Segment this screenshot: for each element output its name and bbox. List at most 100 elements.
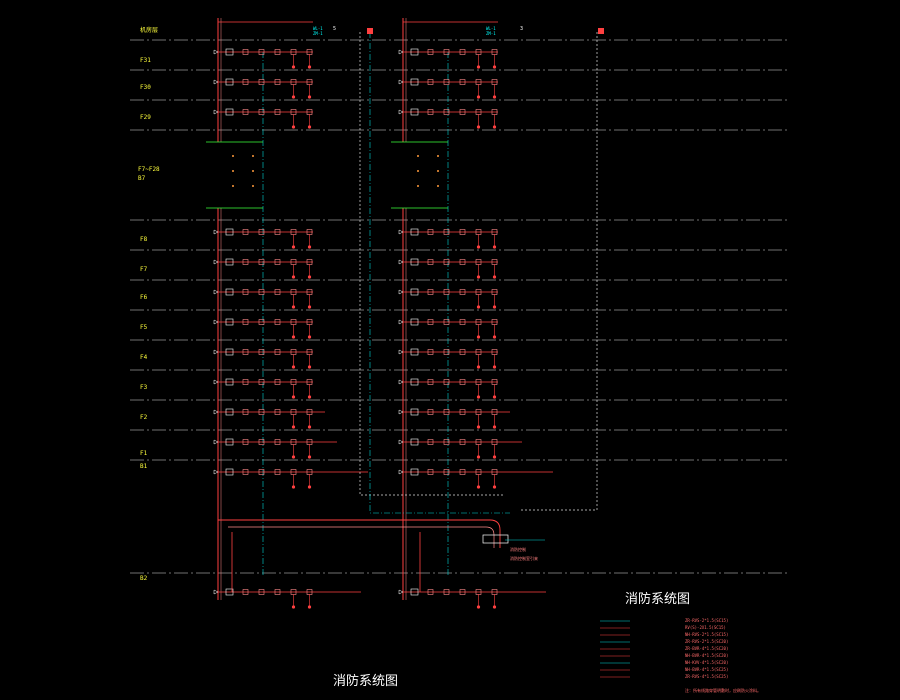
valve-icon [213, 79, 219, 85]
device-symbol [459, 409, 466, 415]
device-symbol [242, 349, 249, 355]
device-symbol [443, 469, 450, 475]
center-note-1: 消防控制 [510, 546, 526, 552]
junction-box [410, 468, 419, 476]
valve-icon [398, 349, 404, 355]
device-symbol [242, 49, 249, 55]
sprinkler-head [476, 605, 481, 609]
device-symbol [427, 319, 434, 325]
sprinkler-head [307, 455, 312, 459]
floor-label-F4: F4 [140, 354, 148, 361]
device-symbol [427, 289, 434, 295]
valve-icon [398, 379, 404, 385]
continuation-dot [252, 170, 254, 172]
device-symbol [274, 289, 281, 295]
device-symbol [274, 49, 281, 55]
device-symbol [274, 589, 281, 595]
valve-icon [213, 409, 219, 415]
device-symbol [274, 79, 281, 85]
device-symbol [427, 49, 434, 55]
device-symbol [258, 319, 265, 325]
device-symbol [242, 289, 249, 295]
device-symbol [258, 589, 265, 595]
valve-icon [398, 289, 404, 295]
device-symbol [274, 229, 281, 235]
valve-icon [398, 49, 404, 55]
device-symbol [427, 409, 434, 415]
valve-icon [398, 109, 404, 115]
valve-icon [213, 349, 219, 355]
junction-box [410, 588, 419, 596]
junction-box [410, 78, 419, 86]
sprinkler-head [291, 305, 296, 309]
junction-box [225, 108, 234, 116]
legend-title: 消防系统图 [625, 591, 690, 607]
legend-item-label: NH-RVS-2*1.5(SC15) [685, 632, 728, 637]
valve-icon [398, 229, 404, 235]
sprinkler-head [307, 395, 312, 399]
junction-box [225, 468, 234, 476]
device-symbol [427, 259, 434, 265]
sprinkler-head [291, 65, 296, 69]
device-symbol [427, 109, 434, 115]
device-symbol [242, 109, 249, 115]
floor-label-F7~F28: F7~F28 [138, 166, 160, 173]
device-symbol [242, 229, 249, 235]
junction-box [225, 408, 234, 416]
sprinkler-head [291, 245, 296, 249]
junction-box [225, 378, 234, 386]
device-symbol [459, 289, 466, 295]
legend-footnote: 注：所有线路穿管明敷时，应刷防火涂料。 [685, 687, 761, 693]
sprinkler-head [476, 455, 481, 459]
riser-number-right: 3 [520, 26, 523, 32]
device-symbol [427, 439, 434, 445]
floor-label-B7: B7 [138, 175, 146, 182]
sprinkler-head [291, 95, 296, 99]
sprinkler-head [291, 455, 296, 459]
sprinkler-head [307, 245, 312, 249]
floor-label-F29: F29 [140, 114, 151, 121]
device-symbol [242, 79, 249, 85]
device-symbol [459, 469, 466, 475]
sprinkler-head [307, 485, 312, 489]
junction-box [225, 48, 234, 56]
device-symbol [443, 79, 450, 85]
dashed-loop-left [359, 32, 505, 496]
valve-icon [398, 319, 404, 325]
device-symbol [242, 439, 249, 445]
legend-item-label: RV(S)-2X1.5(SC15) [685, 625, 726, 630]
device-symbol [459, 229, 466, 235]
sprinkler-head [476, 485, 481, 489]
top-node-left [367, 28, 373, 34]
sprinkler-head [492, 455, 497, 459]
device-symbol [258, 379, 265, 385]
device-symbol [274, 109, 281, 115]
sprinkler-head [307, 125, 312, 129]
sprinkler-head [476, 305, 481, 309]
valve-icon [213, 289, 219, 295]
sprinkler-head [476, 125, 481, 129]
tag-left-1: WL-1 [313, 26, 323, 31]
dashed-loop-right [520, 32, 598, 511]
junction-box [410, 348, 419, 356]
sprinkler-head [492, 275, 497, 279]
device-symbol [242, 319, 249, 325]
device-symbol [427, 589, 434, 595]
main-pipe-2 [228, 526, 495, 548]
tag-right-2: ZM-1 [486, 31, 496, 36]
valve-icon [213, 439, 219, 445]
sprinkler-head [307, 305, 312, 309]
sprinkler-head [492, 425, 497, 429]
junction-box [225, 228, 234, 236]
sprinkler-head [492, 605, 497, 609]
device-symbol [443, 289, 450, 295]
device-symbol [258, 109, 265, 115]
device-symbol [242, 409, 249, 415]
floor-label-F8: F8 [140, 236, 148, 243]
continuation-dot [417, 170, 419, 172]
tower-left-riser [206, 18, 368, 609]
junction-box [225, 438, 234, 446]
device-symbol [459, 79, 466, 85]
junction-box [225, 318, 234, 326]
